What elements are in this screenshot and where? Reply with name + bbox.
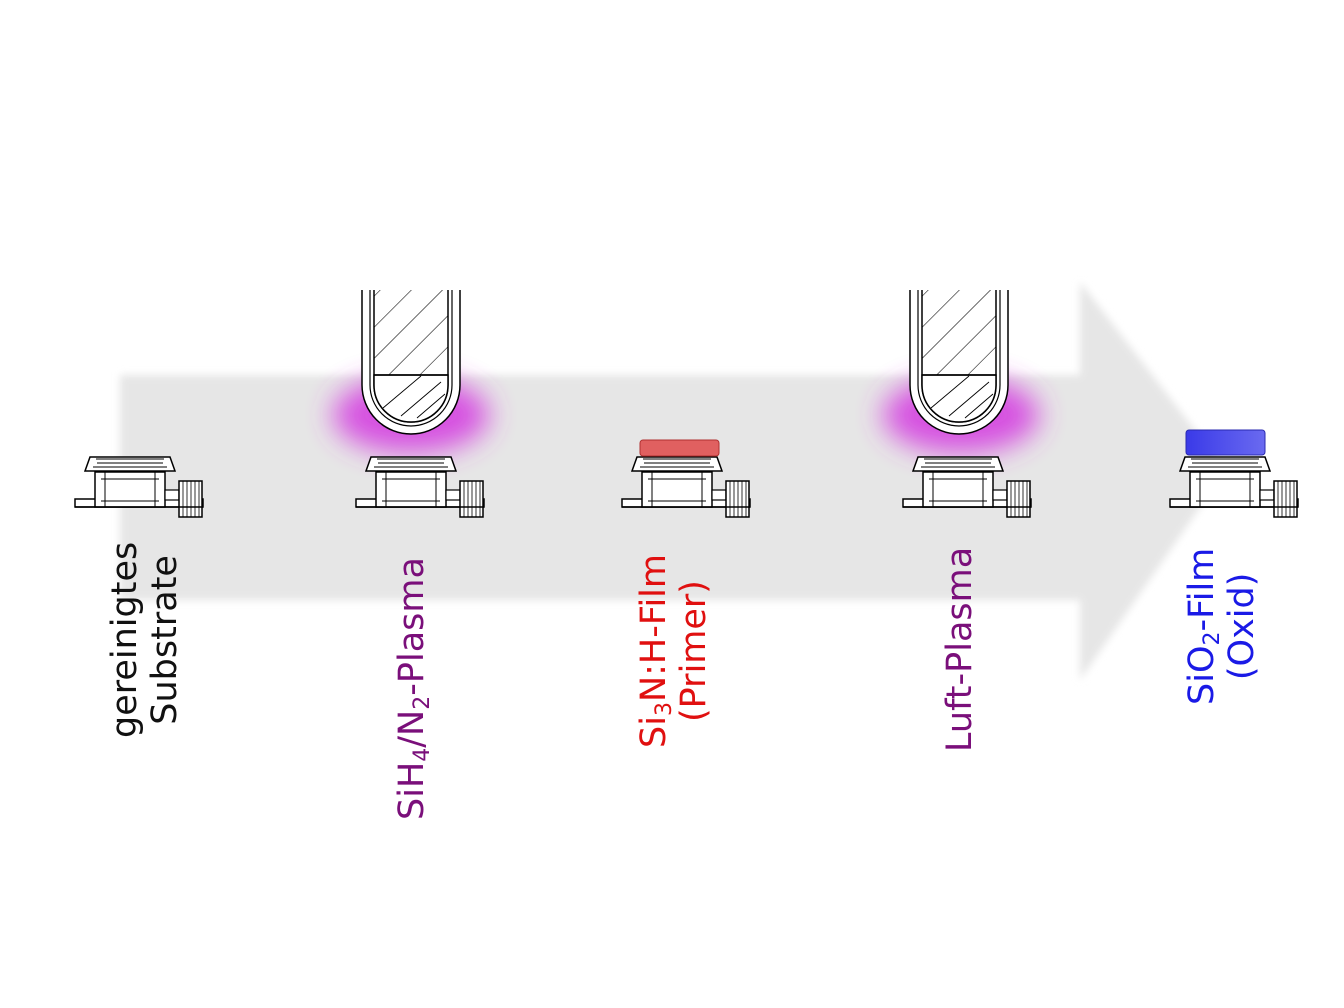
label-part: Si (634, 716, 674, 748)
label-line: (Primer) (674, 580, 714, 722)
label-primer: Si3N:H-Film (Primer) (634, 554, 714, 748)
label-part: -Film (1182, 547, 1222, 632)
plasma-nozzle-icon (909, 289, 1009, 435)
label-line: Substrate (145, 555, 185, 725)
label-line: gereinigtes (105, 541, 145, 738)
label-subscript: 4 (410, 747, 435, 762)
label-line: Luft-Plasma (940, 546, 980, 752)
label-part: SiO (1182, 645, 1222, 706)
primer-film (639, 439, 720, 457)
oxide-film (1185, 429, 1266, 456)
plasma-nozzle-icon (361, 289, 461, 435)
label-air-plasma: Luft-Plasma (940, 547, 980, 752)
label-line: (Oxid) (1222, 572, 1262, 681)
label-part: N:H-Film (634, 553, 674, 703)
label-substrate: gereinigtes Substrate (105, 542, 185, 738)
label-sih4-n2-plasma: SiH4/N2-Plasma (392, 557, 435, 820)
label-part: SiH (392, 761, 432, 820)
label-part: -Plasma (392, 557, 432, 696)
label-oxide: SiO2-Film (Oxid) (1182, 548, 1262, 705)
label-subscript: 2 (410, 695, 435, 710)
label-part: /N (392, 709, 432, 748)
